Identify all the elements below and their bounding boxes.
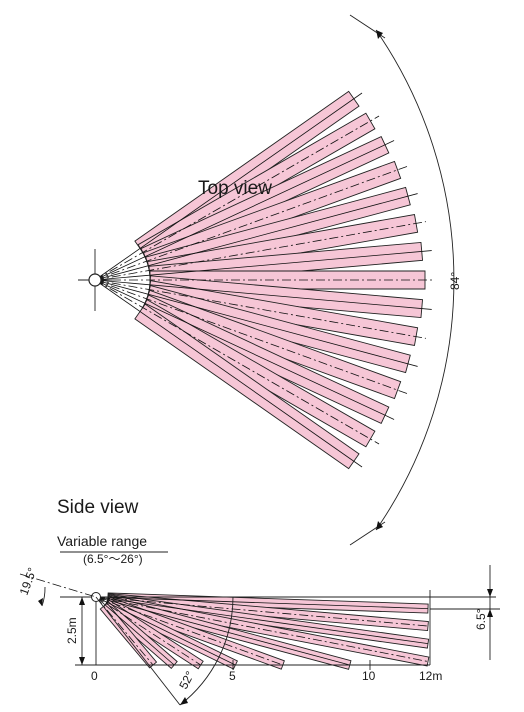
variable-range-values: (6.5°～26°) [83, 552, 143, 566]
top-view-zones [134, 90, 426, 470]
side-view-rays [95, 596, 429, 666]
side-view-ray [95, 596, 429, 645]
side-view-ray [95, 596, 236, 666]
top-view-ray [94, 140, 395, 281]
axis-tick-0: 0 [91, 669, 98, 683]
top-view-ray [94, 115, 380, 281]
top-view-ray [94, 279, 363, 468]
side-view-ray [95, 596, 429, 609]
side-view-ray [95, 596, 175, 666]
side-view-ray [95, 596, 283, 666]
top-view-ray [94, 279, 418, 367]
top-view-ray [94, 279, 408, 394]
axis-tick-12m: 12m [419, 669, 442, 683]
top-view-angle-label: 84° [448, 272, 462, 290]
side-view-ray [95, 596, 429, 662]
side-view-ray [95, 596, 429, 627]
top-view-label: Top view [198, 178, 272, 199]
top-view-ray [94, 279, 426, 339]
axis-tick-5: 5 [229, 669, 236, 683]
top-view-angle-arc [349, 14, 455, 546]
top-view-rays [94, 92, 435, 468]
top-view-ray [94, 193, 418, 281]
top-view-ray [94, 221, 426, 281]
top-view-sensor-symbol [78, 249, 112, 311]
side-view-ray [95, 596, 350, 666]
top-view-ray [94, 279, 432, 310]
height-label: 2.5m [65, 617, 79, 644]
side-view-ray [95, 596, 154, 666]
angle-52-label: 52° [176, 669, 197, 692]
angle-19-5-label: 19.5° [17, 566, 40, 597]
top-view-ray [94, 279, 395, 420]
top-view-ray [94, 166, 408, 281]
top-view-ray [94, 279, 380, 445]
angle-6-5-label: 6.5° [474, 608, 488, 630]
top-view-diagram: Top view 84° [78, 14, 462, 546]
axis-tick-10: 10 [362, 669, 376, 683]
side-view-ray [95, 596, 201, 666]
top-view-ray [94, 250, 432, 281]
top-view-ray [94, 92, 363, 281]
top-view-beam [137, 299, 376, 448]
variable-range-label: Variable range [57, 533, 147, 549]
side-view-diagram: Side view Variable range (6.5°～26°) 2.5m… [17, 497, 500, 706]
side-view-label: Side view [57, 497, 139, 518]
